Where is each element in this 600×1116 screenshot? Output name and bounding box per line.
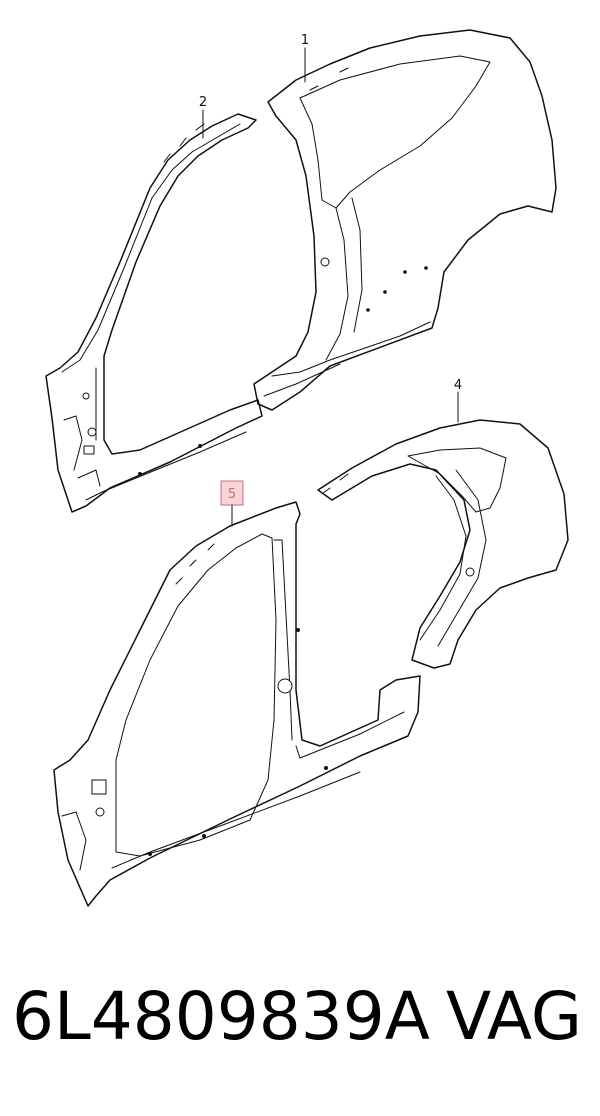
part-number: 6L4809839A (12, 978, 430, 1055)
brand-name: VAG (445, 978, 582, 1055)
part-5-side-frame (53, 501, 421, 907)
callout-1[interactable]: 1 (301, 33, 309, 83)
callout-label-4: 4 (454, 378, 462, 393)
callout-label-1: 1 (301, 33, 309, 48)
part-2-front-frame (45, 113, 263, 513)
callout-2[interactable]: 2 (199, 95, 207, 139)
callout-5[interactable]: 5 (220, 480, 244, 527)
part-4-quarter-panel (317, 419, 569, 669)
callout-4[interactable]: 4 (454, 378, 462, 423)
callout-label-2: 2 (199, 95, 207, 110)
callout-label-5: 5 (228, 487, 236, 502)
parts-diagram: 1 2 4 5 (45, 29, 569, 907)
part-1-rear-panel (253, 29, 557, 411)
caption: 6L4809839A VAG (0, 978, 600, 1088)
